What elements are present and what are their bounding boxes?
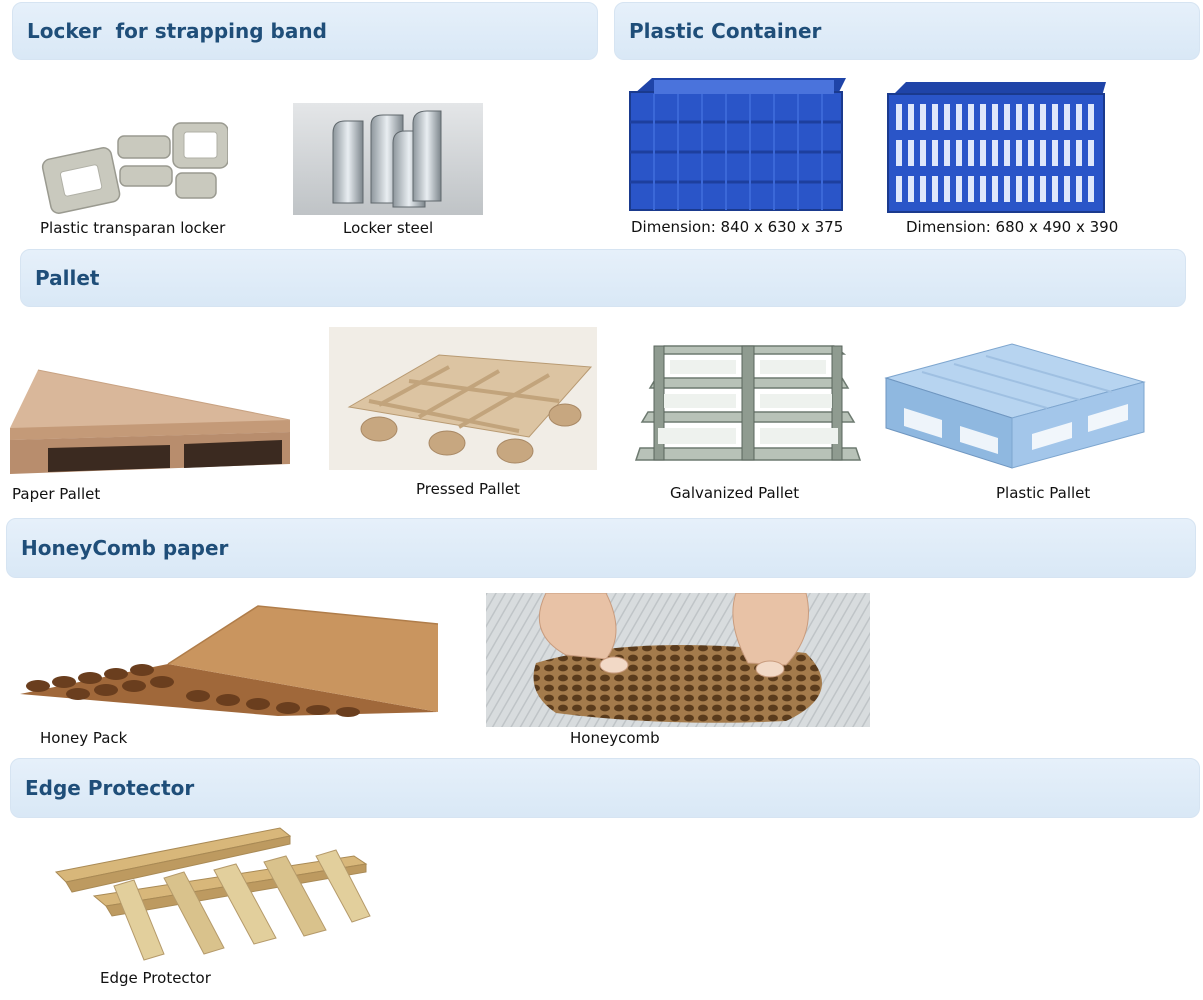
honeycomb-hands-image xyxy=(486,593,870,727)
caption-container-vented: Dimension: 680 x 490 x 390 xyxy=(906,218,1119,236)
paper-pallet-image xyxy=(8,368,292,476)
steel-locker-image xyxy=(293,103,483,215)
blue-crate-image xyxy=(624,72,852,214)
caption-pressed-pallet: Pressed Pallet xyxy=(416,480,521,498)
section-header-locker: Locker for strapping band xyxy=(12,2,598,60)
caption-honey-pack: Honey Pack xyxy=(40,729,128,747)
pressed-pallet-image xyxy=(329,327,597,470)
section-title-honeycomb: HoneyComb paper xyxy=(21,536,229,560)
galvanized-pallet-image xyxy=(634,340,862,468)
plastic-locker-image xyxy=(38,118,228,218)
edge-protector-image xyxy=(54,826,372,962)
caption-locker-steel: Locker steel xyxy=(343,219,434,237)
section-title-pallet: Pallet xyxy=(35,266,100,290)
honey-pack-image xyxy=(18,604,440,718)
caption-container-large: Dimension: 840 x 630 x 375 xyxy=(631,218,844,236)
caption-paper-pallet: Paper Pallet xyxy=(12,485,101,503)
section-title-container: Plastic Container xyxy=(629,19,822,43)
caption-edge-protector: Edge Protector xyxy=(100,969,211,987)
section-title-locker: Locker for strapping band xyxy=(27,19,327,43)
section-header-honeycomb: HoneyComb paper xyxy=(6,518,1196,578)
caption-plastic-pallet: Plastic Pallet xyxy=(996,484,1091,502)
section-title-edge: Edge Protector xyxy=(25,776,195,800)
caption-honeycomb: Honeycomb xyxy=(570,729,660,747)
caption-galvanized-pallet: Galvanized Pallet xyxy=(670,484,800,502)
caption-plastic-locker: Plastic transparan locker xyxy=(40,219,226,237)
section-header-container: Plastic Container xyxy=(614,2,1200,60)
section-header-pallet: Pallet xyxy=(20,249,1186,307)
section-header-edge: Edge Protector xyxy=(10,758,1200,818)
plastic-pallet-image xyxy=(882,342,1146,474)
blue-vented-crate-image xyxy=(884,76,1110,216)
